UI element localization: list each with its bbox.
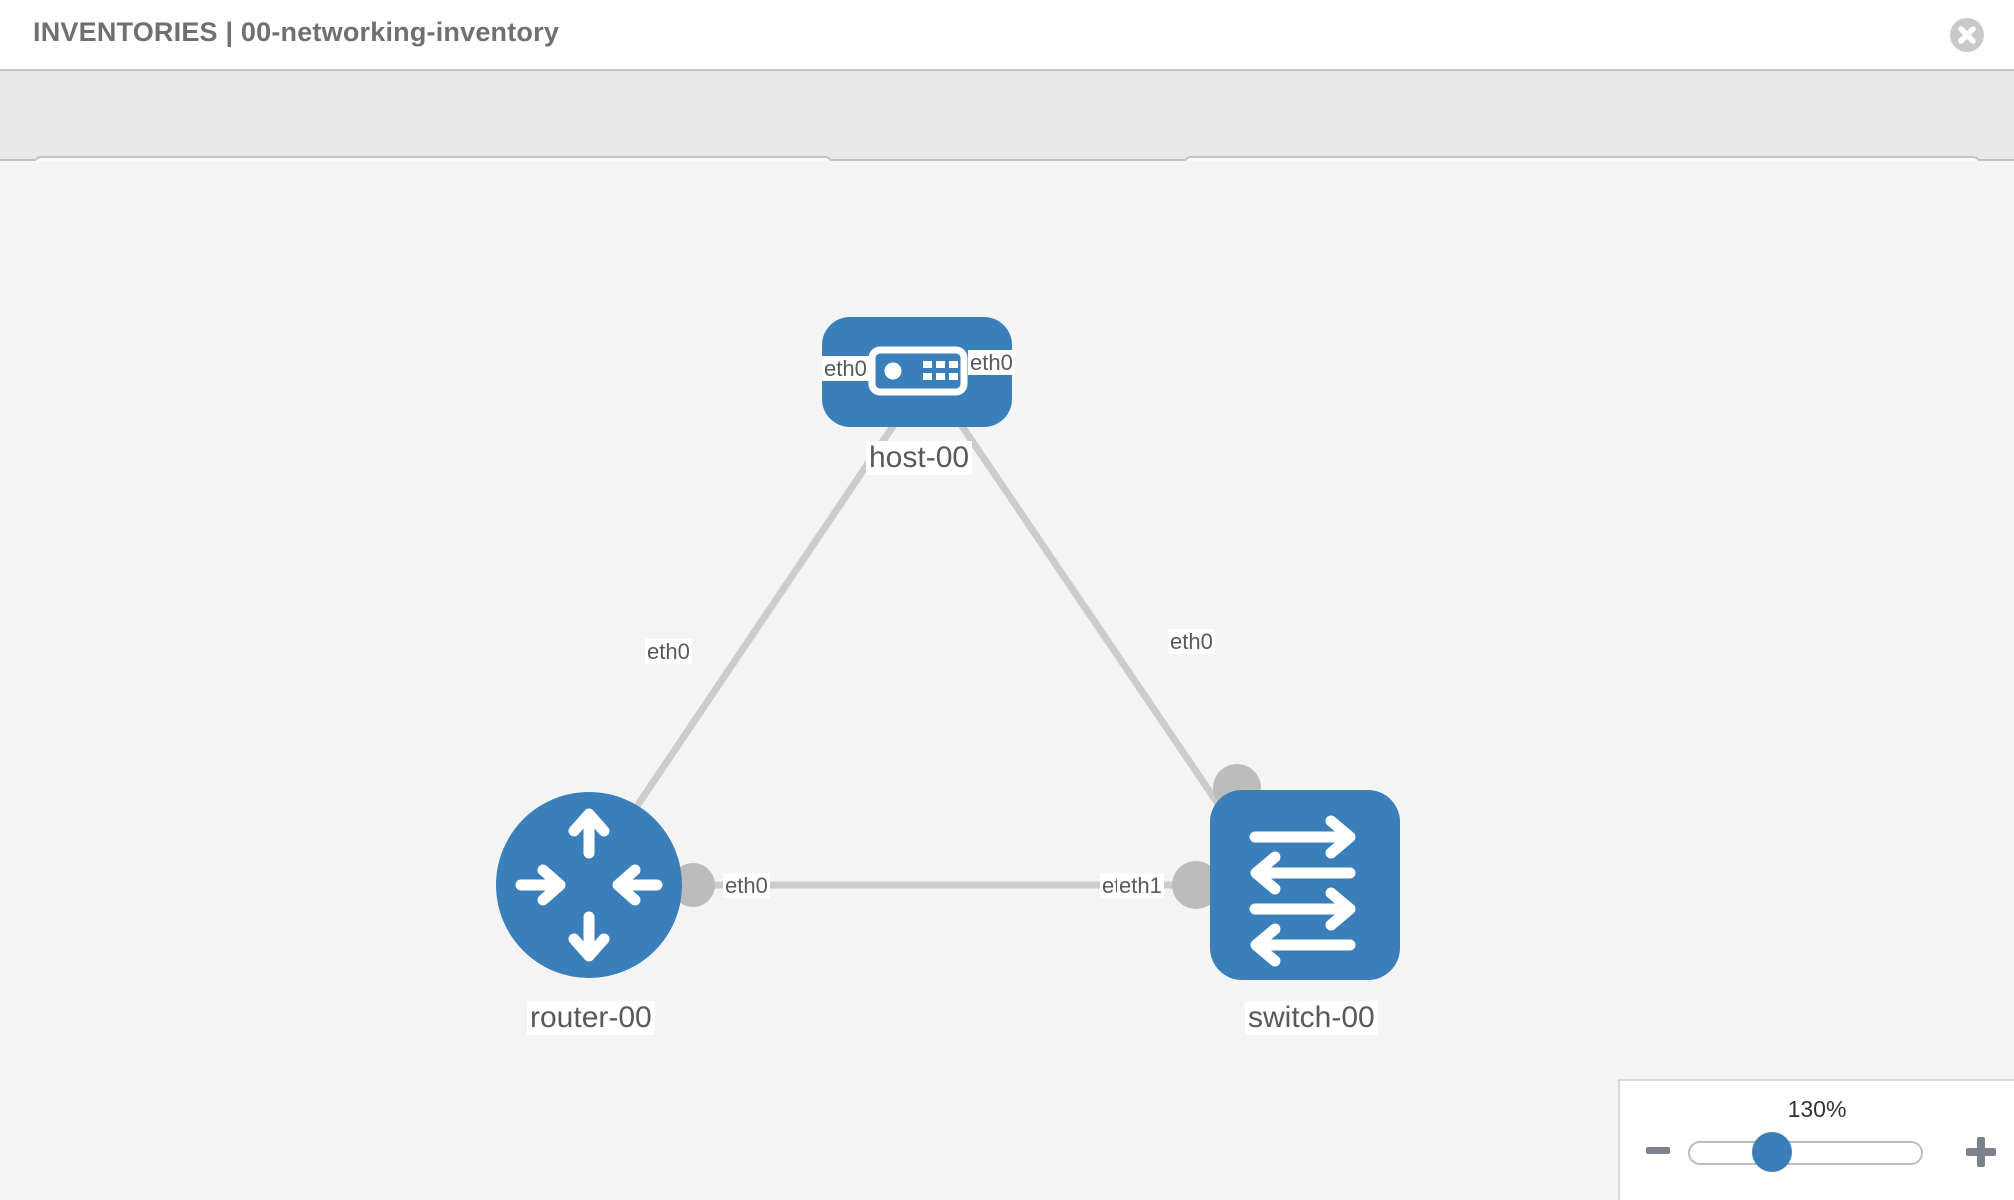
zoom-slider-thumb[interactable]	[1752, 1132, 1792, 1172]
zoom-percent-label: 130%	[1787, 1096, 1847, 1122]
node-switch-00	[1210, 790, 1400, 980]
close-icon[interactable]	[1950, 18, 1984, 52]
zoom-slider[interactable]	[1688, 1141, 1923, 1165]
edge-label-switch-host-eth0: eth0	[1168, 629, 1215, 655]
connector-router-right	[671, 863, 715, 907]
node-label-switch-00: switch-00	[1245, 1001, 1378, 1035]
plus-icon[interactable]	[1966, 1137, 1996, 1167]
edge-label-switch-router-eth1: eth1	[1117, 873, 1164, 899]
page-header: INVENTORIES | 00-networking-inventory	[0, 0, 2014, 69]
zoom-control-panel: 130%	[1618, 1079, 2014, 1200]
edge-label-router-host-eth0: eth0	[645, 639, 692, 665]
switch-arrows-icon	[1249, 815, 1356, 967]
topology-graph	[496, 317, 1400, 980]
router-arrows-icon	[515, 808, 663, 962]
connector-switch-left	[1172, 861, 1220, 909]
edge-label-host-router-eth0: eth0	[822, 356, 869, 382]
link-host-switch	[942, 399, 1253, 853]
page-title: INVENTORIES | 00-networking-inventory	[33, 17, 560, 47]
edge-label-router-switch-eth0: eth0	[723, 873, 770, 899]
node-host-00	[822, 317, 1012, 427]
link-host-router	[597, 399, 913, 863]
node-label-host-00: host-00	[866, 441, 973, 475]
edge-label-host-switch-eth0: eth0	[968, 350, 1015, 376]
node-label-router-00: router-00	[527, 1001, 655, 1035]
toolbar: ACTIONS SEARCH	[0, 69, 2014, 216]
server-icon	[868, 346, 968, 396]
minus-icon[interactable]	[1645, 1137, 1671, 1163]
topology-canvas[interactable]: eth0 eth0 eth0 eth0 eth0 eth0 eth1 host-…	[0, 161, 2014, 1200]
node-router-00	[496, 792, 682, 978]
